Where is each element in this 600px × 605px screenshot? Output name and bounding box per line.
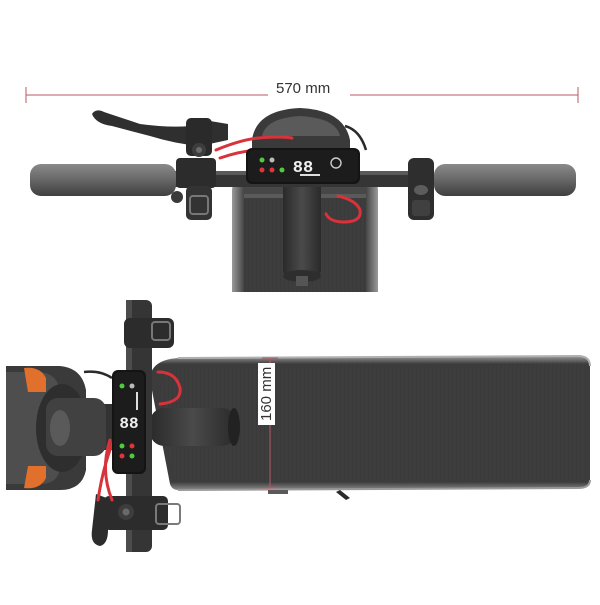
brake-lever-icon [92,110,228,157]
side-display [112,370,146,474]
side-stem [150,408,236,446]
power-button-icon [330,157,342,169]
side-brake-lever [91,494,181,546]
left-grip [30,164,176,196]
side-view: 88 [6,300,591,552]
side-front-assembly [6,366,140,490]
side-top-clamp [124,318,174,348]
side-speed-digits: 88 [119,415,138,433]
front-display [246,148,360,184]
right-clamp [408,158,434,220]
width-dimension-line [25,87,579,103]
deck-width-label: 160 mm [258,362,275,425]
left-clamp [171,158,216,220]
front-speed-digits: 88 [293,159,313,178]
front-stem [283,180,321,276]
right-grip [434,164,576,196]
handlebar-width-label: 570 mm [272,80,335,97]
front-view: 88 [25,87,579,292]
